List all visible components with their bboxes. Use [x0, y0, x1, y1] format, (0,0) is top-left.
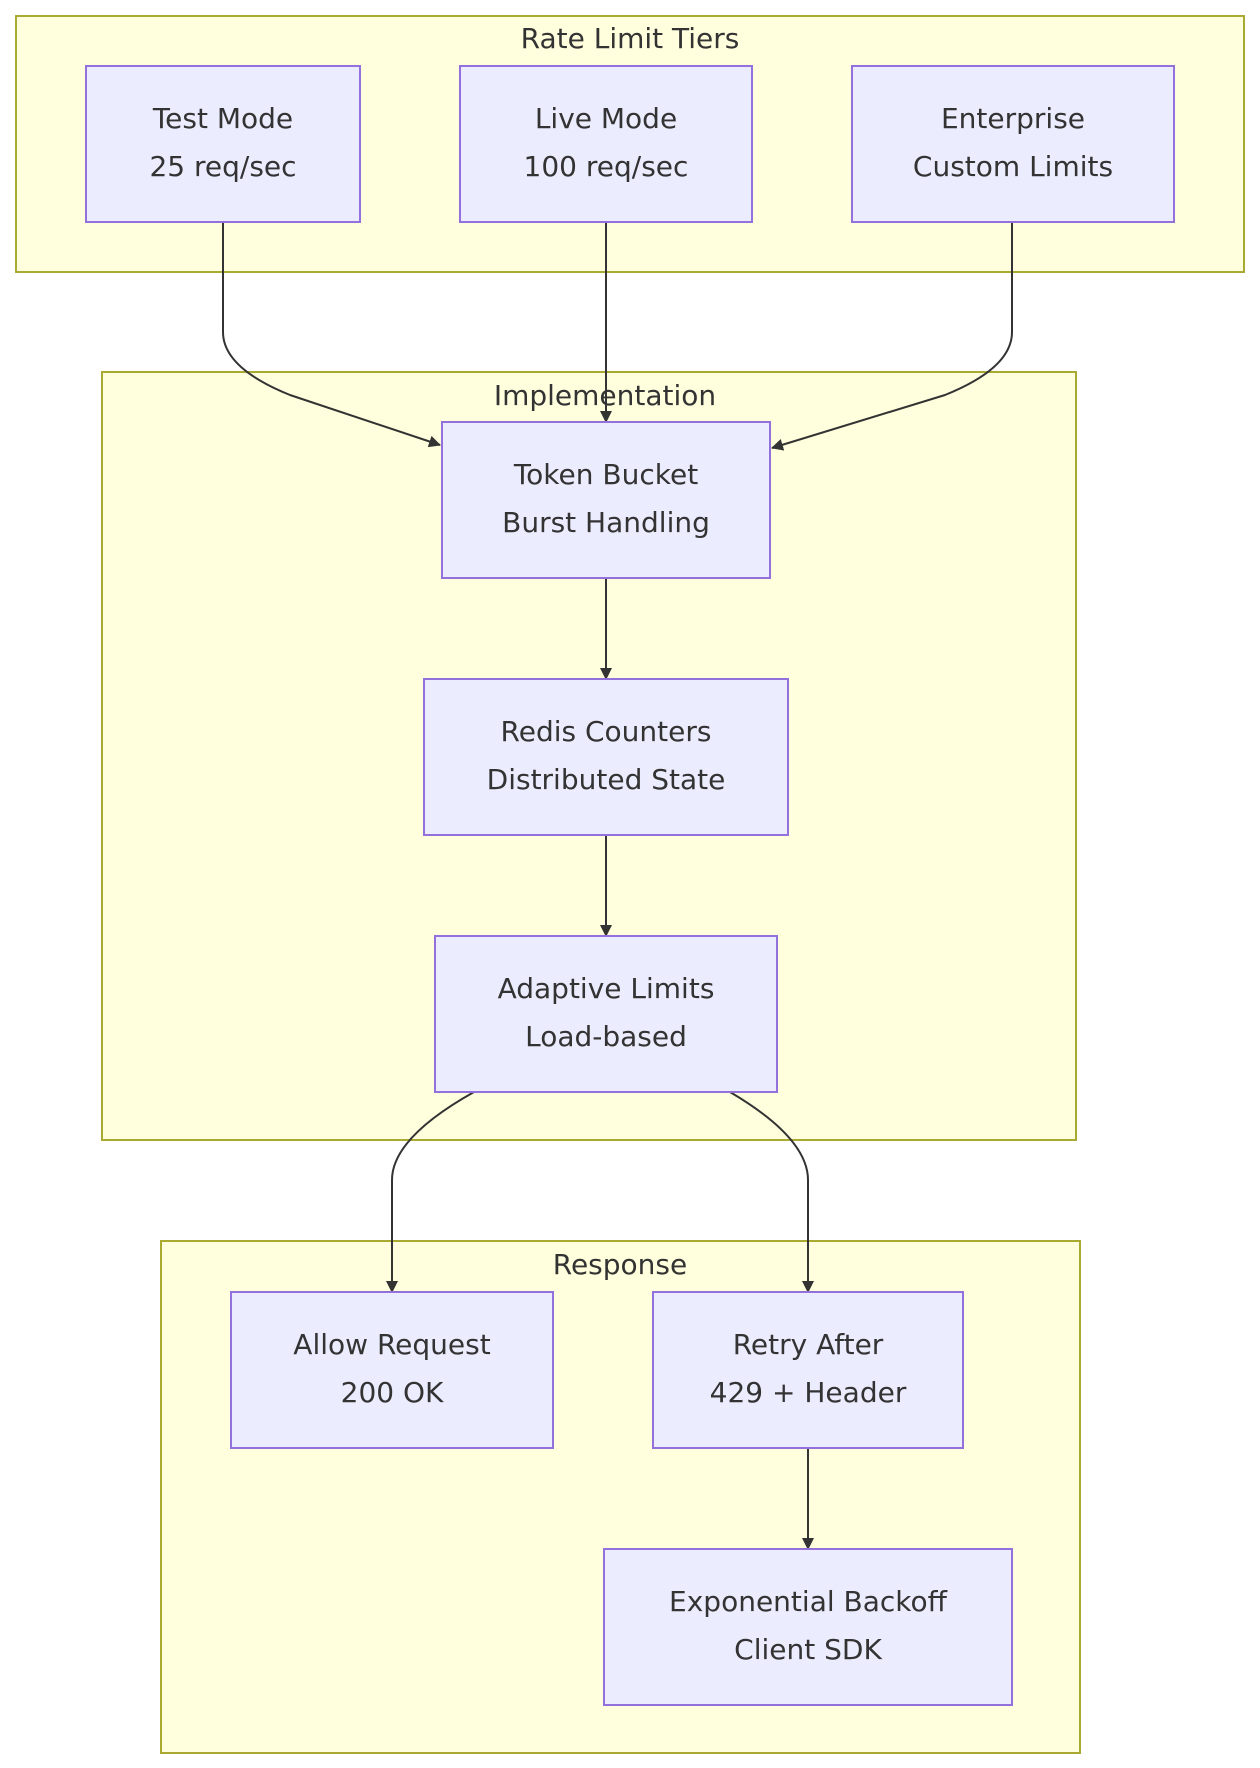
- node-live-mode-title: Live Mode: [535, 102, 677, 135]
- node-test-mode-title: Test Mode: [152, 102, 293, 135]
- node-token-bucket-subtitle: Burst Handling: [502, 506, 710, 539]
- node-enterprise-title: Enterprise: [941, 102, 1085, 135]
- edges: [222, 222, 1013, 1550]
- edge-adaptive-limits-to-allow-request: [386, 1091, 475, 1293]
- node-redis-counters-subtitle: Distributed State: [487, 763, 726, 796]
- node-retry-after-title: Retry After: [733, 1328, 884, 1361]
- node-retry-after: Retry After 429 + Header: [652, 1291, 964, 1449]
- node-adaptive-limits: Adaptive Limits Load-based: [434, 935, 778, 1093]
- node-retry-after-subtitle: 429 + Header: [710, 1376, 907, 1409]
- node-live-mode-subtitle: 100 req/sec: [524, 150, 689, 183]
- edge-test-mode-to-token-bucket: [222, 222, 441, 448]
- node-exponential-backoff: Exponential Backoff Client SDK: [603, 1548, 1013, 1706]
- cluster-label-rate-limit-tiers: Rate Limit Tiers: [521, 22, 740, 55]
- node-redis-counters: Redis Counters Distributed State: [423, 678, 789, 836]
- node-exponential-backoff-subtitle: Client SDK: [734, 1633, 882, 1666]
- node-test-mode: Test Mode 25 req/sec: [85, 65, 361, 223]
- node-adaptive-limits-title: Adaptive Limits: [498, 972, 715, 1005]
- node-test-mode-subtitle: 25 req/sec: [149, 150, 296, 183]
- node-enterprise-subtitle: Custom Limits: [913, 150, 1113, 183]
- edge-enterprise-to-token-bucket: [771, 222, 1013, 451]
- node-token-bucket-title: Token Bucket: [513, 458, 698, 491]
- node-allow-request-title: Allow Request: [293, 1328, 490, 1361]
- cluster-label-response: Response: [553, 1248, 687, 1281]
- node-redis-counters-title: Redis Counters: [501, 715, 712, 748]
- node-exponential-backoff-title: Exponential Backoff: [669, 1585, 948, 1618]
- node-token-bucket: Token Bucket Burst Handling: [441, 421, 771, 579]
- edge-adaptive-limits-to-retry-after: [729, 1091, 814, 1293]
- node-adaptive-limits-subtitle: Load-based: [525, 1020, 687, 1053]
- node-enterprise: Enterprise Custom Limits: [851, 65, 1175, 223]
- node-allow-request-subtitle: 200 OK: [341, 1376, 444, 1409]
- node-live-mode: Live Mode 100 req/sec: [459, 65, 753, 223]
- node-allow-request: Allow Request 200 OK: [230, 1291, 554, 1449]
